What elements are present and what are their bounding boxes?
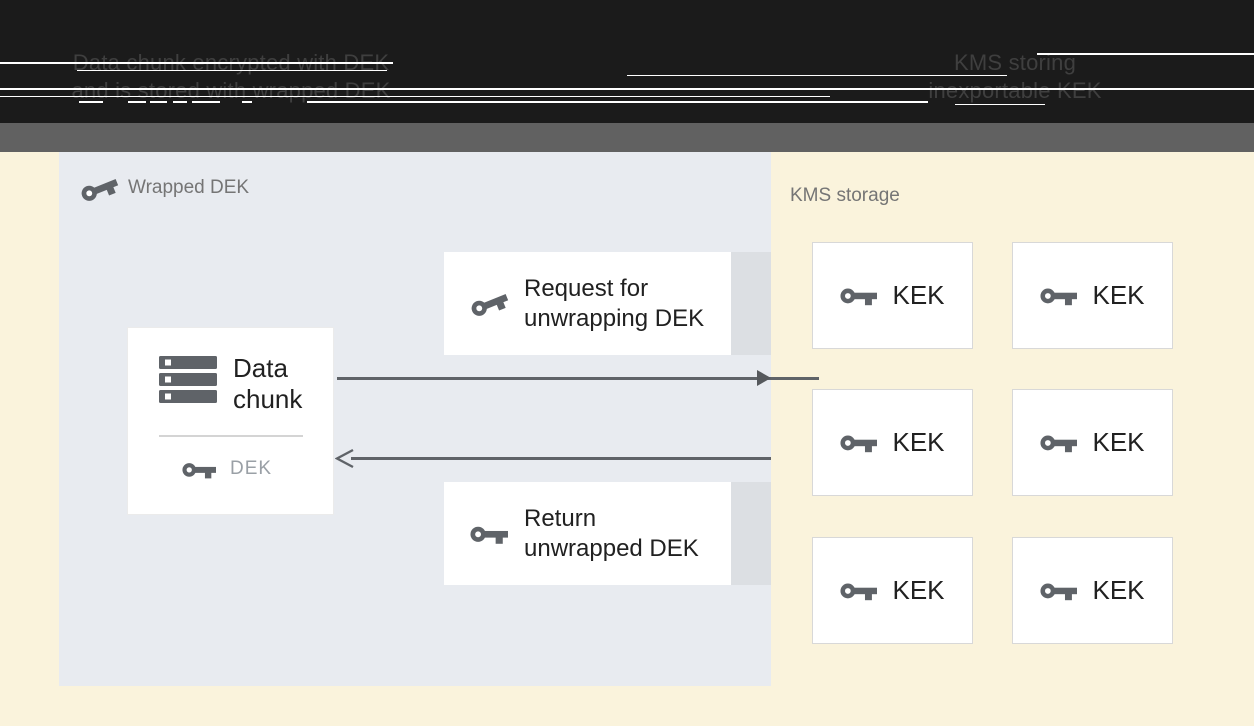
wrapped-dek-header: Wrapped DEK xyxy=(80,176,249,201)
return-box-shadow xyxy=(731,482,771,585)
data-chunk-icon xyxy=(159,356,217,404)
banner-caption-right: KMS storing inexportable KEK xyxy=(875,49,1155,105)
return-box-text: Return unwrapped DEK xyxy=(524,504,699,564)
data-chunk-box: Data chunk DEK xyxy=(127,327,334,515)
kek-label: KEK xyxy=(892,427,945,457)
kek-box: KEK xyxy=(1012,537,1173,644)
wrapped-dek-panel: Wrapped DEK Request for unwrapping DEK xyxy=(59,152,819,686)
key-icon xyxy=(840,578,878,602)
return-arrow-head-icon xyxy=(334,448,355,469)
return-box-line2: unwrapped DEK xyxy=(524,534,699,562)
key-icon xyxy=(1040,283,1078,307)
request-box-line1: Request for xyxy=(524,274,649,302)
top-banner: Data chunk encrypted with DEK and is sto… xyxy=(0,0,1254,123)
kek-label: KEK xyxy=(1092,575,1145,605)
return-arrow-shaft xyxy=(351,457,771,460)
return-box-line1: Return xyxy=(524,504,597,532)
kek-box: KEK xyxy=(812,537,973,644)
key-icon xyxy=(1040,430,1078,454)
wrapped-dek-label: Wrapped DEK xyxy=(128,177,250,199)
key-icon xyxy=(840,430,878,454)
request-arrow-shaft xyxy=(337,377,819,380)
key-icon xyxy=(467,285,511,322)
banner-caption-right-line2: inexportable KEK xyxy=(928,78,1102,103)
key-icon xyxy=(77,170,121,207)
request-box-line2: unwrapping DEK xyxy=(524,304,705,332)
kek-label: KEK xyxy=(892,575,945,605)
data-chunk-divider xyxy=(159,435,303,437)
kek-label: KEK xyxy=(892,280,945,310)
dek-row: DEK xyxy=(182,458,272,480)
data-chunk-line1: Data xyxy=(233,353,288,383)
key-icon xyxy=(182,458,216,480)
request-box-shadow xyxy=(731,252,771,355)
data-chunk-row: Data chunk xyxy=(159,353,302,415)
kms-storage-label: KMS storage xyxy=(790,185,900,206)
key-icon xyxy=(1040,578,1078,602)
kek-box: KEK xyxy=(1012,389,1173,496)
kek-box: KEK xyxy=(812,242,973,349)
gray-divider-band xyxy=(0,123,1254,152)
key-icon xyxy=(470,521,508,546)
key-icon xyxy=(840,283,878,307)
return-box: Return unwrapped DEK xyxy=(444,482,731,585)
request-box: Request for unwrapping DEK xyxy=(444,252,731,355)
kek-label: KEK xyxy=(1092,280,1145,310)
banner-caption-left-line2: and is stored with wrapped DEK xyxy=(71,78,391,103)
kek-label: KEK xyxy=(1092,427,1145,457)
request-box-text: Request for unwrapping DEK xyxy=(524,274,704,334)
kek-box: KEK xyxy=(1012,242,1173,349)
dek-label: DEK xyxy=(230,458,273,480)
request-arrow-head-icon xyxy=(757,370,771,386)
data-chunk-line2: chunk xyxy=(233,384,303,414)
data-chunk-title: Data chunk xyxy=(233,353,302,415)
kek-box: KEK xyxy=(812,389,973,496)
